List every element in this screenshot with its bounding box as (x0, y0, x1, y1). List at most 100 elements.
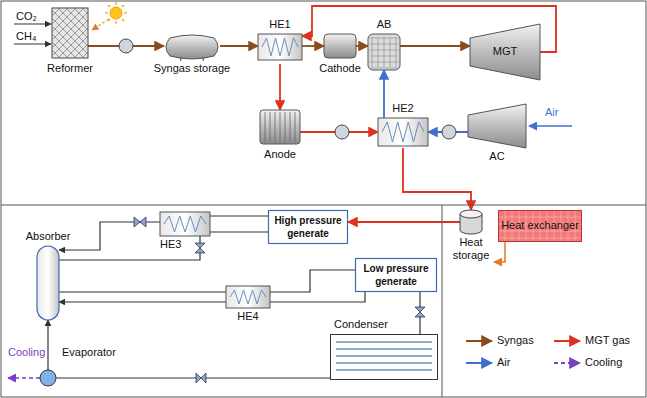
component-node: Heat storage (448, 210, 494, 266)
component-label: HE2 (378, 102, 428, 115)
air-inlet-arrow (529, 125, 572, 127)
component-icon (330, 334, 438, 380)
flow-connector (59, 301, 226, 302)
component-node: HE4 (226, 286, 270, 322)
component-label: MGT (470, 45, 540, 58)
component-label: Cathode (316, 62, 364, 75)
circ-symbol (40, 370, 56, 386)
valve-symbol (134, 217, 146, 227)
component-node: Anode (254, 110, 306, 166)
component-icon (226, 286, 270, 308)
hx-symbol (226, 286, 270, 308)
flow-connector (403, 148, 471, 210)
component-node: Heat exchanger (498, 210, 582, 242)
component-icon (40, 370, 56, 386)
component-node: MGT (470, 24, 540, 80)
comp-symbol (468, 104, 526, 148)
hxred-symbol (499, 211, 582, 242)
component-node: Evaporator (40, 346, 128, 388)
component-icon (378, 118, 428, 146)
component-node: Cathode (316, 32, 364, 80)
hx-symbol (160, 212, 210, 236)
cyl-symbol (460, 210, 482, 234)
feed-label: CO₂ (16, 10, 37, 23)
valve-symbol (415, 307, 425, 317)
flow-connector (383, 70, 385, 118)
valve-symbol (196, 373, 206, 383)
flow-connector (56, 377, 330, 378)
component-label: AC (468, 150, 526, 163)
component-label: Heat storage (448, 236, 494, 262)
component-icon (368, 34, 400, 70)
flow-connector (270, 292, 365, 302)
component-node: Syngas storage (150, 32, 234, 80)
burner-symbol (368, 34, 400, 70)
component-node: AC (468, 104, 526, 164)
inlet-arrow (14, 43, 51, 44)
component-icon (52, 8, 88, 58)
component-label: High pressure generate (270, 214, 346, 240)
flow-connector (220, 45, 258, 47)
box-symbol (269, 211, 348, 244)
valve-symbol (195, 243, 205, 253)
flow-connector (210, 215, 268, 216)
pump-symbol (335, 125, 349, 139)
component-node: Condenser (330, 318, 438, 380)
component-label: Absorber (15, 230, 81, 243)
component-icon (160, 212, 210, 236)
flow-connector (348, 221, 460, 223)
component-label: Heat exchanger (498, 219, 582, 232)
flow-connector (59, 291, 226, 292)
component-icon (260, 110, 300, 144)
component-label: HE1 (258, 18, 302, 31)
component-node: HE3 (160, 210, 210, 252)
component-icon (324, 34, 356, 58)
divider (442, 205, 443, 397)
component-icon (37, 246, 59, 320)
feed-label: CH₄ (16, 30, 36, 43)
component-node: Absorber (15, 230, 81, 320)
stream-label: Air (545, 106, 558, 119)
component-node: HE1 (258, 16, 302, 64)
stream-label: Cooling (8, 346, 45, 359)
flow-connector (47, 320, 48, 370)
turbine-symbol (470, 24, 540, 80)
component-icon (164, 36, 220, 58)
flow-connector (210, 231, 268, 232)
flow-connector (356, 45, 368, 47)
component-label: AB (366, 18, 402, 31)
component-node: Reformer (40, 8, 100, 82)
sun-symbol (92, 2, 127, 30)
cell-symbol (324, 34, 356, 58)
component-label: Condenser (334, 318, 414, 331)
component-label: Anode (254, 148, 306, 161)
cell2-symbol (260, 110, 300, 144)
legend-text: Cooling (585, 356, 622, 369)
heat-outlet-arrow (494, 242, 505, 262)
component-icon (468, 104, 526, 148)
flow-connector (270, 270, 355, 292)
component-label: Evaporator (62, 346, 128, 359)
component-node: Low pressure generate (355, 258, 437, 292)
pump-symbol (442, 125, 456, 139)
component-icon (460, 210, 482, 234)
compressor-symbol (119, 39, 133, 53)
divider (1, 205, 646, 206)
component-node: High pressure generate (268, 210, 348, 244)
component-label: Syngas storage (150, 62, 234, 75)
component-label: HE4 (226, 310, 270, 323)
cond-symbol (331, 335, 438, 380)
flow-connector (400, 45, 470, 47)
legend-text: Air (497, 356, 510, 369)
hx-symbol (258, 34, 302, 60)
tank-symbol (166, 35, 218, 61)
inlet-arrow (14, 23, 51, 24)
component-node: HE2 (378, 100, 428, 148)
legend-text: Syngas (497, 334, 534, 347)
flow-connector (59, 236, 200, 260)
component-label: Low pressure generate (357, 262, 435, 288)
legend-text: MGT gas (585, 334, 630, 347)
